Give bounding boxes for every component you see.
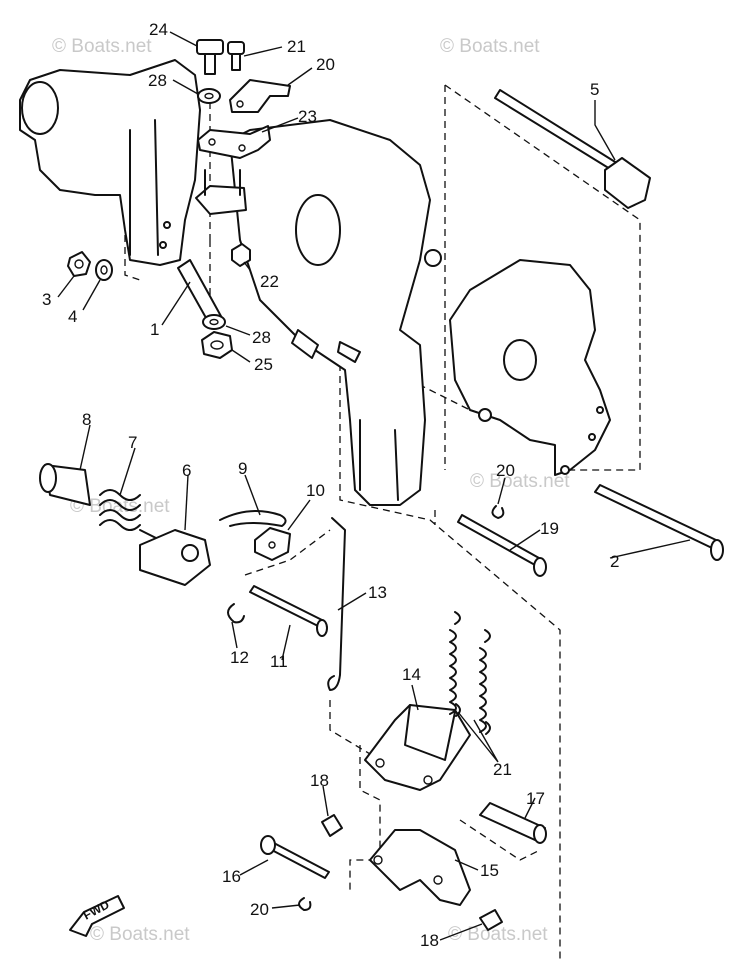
callout-6: 6 — [182, 461, 191, 480]
tilt-bracket-center — [229, 119, 442, 506]
callout-4: 4 — [68, 307, 77, 326]
frame-line-10 — [244, 529, 331, 576]
callout-22: 20 — [316, 55, 335, 74]
part-26-bolt — [196, 39, 224, 75]
part-21-spring-left — [449, 611, 461, 717]
callout-11: 11 — [270, 652, 288, 671]
callout-12: 12 — [230, 648, 249, 667]
callout-14: 14 — [402, 665, 421, 684]
callout-7: 7 — [128, 433, 137, 452]
part-20-clip-lower — [298, 897, 312, 911]
part-2-long-bolt — [594, 484, 724, 561]
callout-21: 21 — [493, 760, 512, 779]
part-16-pin — [260, 835, 330, 879]
callout-1: 1 — [150, 320, 159, 339]
callout-2: 2 — [610, 552, 619, 571]
part-15-bracket — [369, 829, 471, 906]
callout-28-bottom: 28 — [252, 328, 271, 347]
frame-line-13 — [329, 700, 381, 761]
callout-5: 5 — [590, 80, 599, 99]
part-14-frame — [364, 704, 471, 791]
part-22-lock-plate — [229, 79, 291, 113]
part-25-plate — [197, 125, 271, 159]
watermark-bottom-left: © Boats.net — [90, 924, 190, 945]
callout-20-lower: 20 — [250, 900, 269, 919]
part-19-pin — [457, 514, 547, 577]
watermark-top-right: © Boats.net — [440, 36, 540, 57]
watermark-bottom-right: © Boats.net — [448, 924, 548, 945]
leader-lines — [57, 31, 691, 941]
part-17-tube — [479, 802, 547, 844]
callout-13: 13 — [368, 583, 387, 602]
part-4-washer — [95, 259, 113, 281]
callout-10: 10 — [306, 481, 325, 500]
swivel-bracket-right — [449, 259, 611, 476]
callout-3: 3 — [42, 290, 51, 309]
part-9-spring-wire — [219, 510, 287, 527]
part-12-clip — [227, 603, 245, 624]
part-8-sleeve — [39, 463, 91, 506]
part-28-washer-bottom — [202, 314, 226, 330]
frame-line-5 — [444, 84, 641, 471]
watermark-top-left: © Boats.net — [52, 36, 152, 57]
callout-20-upper: 20 — [496, 461, 515, 480]
callout-26: 24 — [149, 20, 168, 39]
callout-16: 16 — [222, 867, 241, 886]
part-3-nut — [67, 251, 91, 277]
part-13-rod — [327, 517, 346, 691]
watermark-mid-right: © Boats.net — [470, 471, 570, 492]
callout-15: 15 — [480, 861, 499, 880]
frame-line-3 — [124, 235, 141, 281]
callout-24: 22 — [260, 272, 279, 291]
callout-8: 8 — [82, 410, 91, 429]
part-28-washer-top — [197, 88, 221, 104]
callout-17: 17 — [526, 789, 545, 808]
callout-25: 23 — [298, 107, 317, 126]
part-6-lever — [139, 529, 211, 586]
part-18-clip-upper — [321, 814, 343, 837]
callout-28-top: 28 — [148, 71, 167, 90]
callout-9: 9 — [238, 459, 247, 478]
part-21-spring-right — [479, 629, 491, 735]
part-11-pin — [249, 585, 328, 637]
callout-19: 19 — [540, 519, 559, 538]
swivel-bracket-left — [19, 59, 201, 266]
part-18-clip-lower — [479, 909, 503, 931]
frame-line-17 — [459, 819, 541, 861]
part-24-nut — [231, 243, 251, 267]
part-5-tilt-pin — [494, 89, 651, 209]
frame-line-16 — [349, 745, 381, 890]
plate-with-pins — [195, 169, 247, 215]
part-10-bracket — [254, 527, 291, 561]
part-23-screw — [227, 41, 245, 71]
callout-27: 25 — [254, 355, 273, 374]
part-27-nut — [201, 331, 233, 359]
callout-18-lower: 18 — [420, 931, 439, 950]
frame-line-center — [339, 340, 561, 960]
part-20-clip-upper — [491, 505, 505, 519]
callout-18-upper: 18 — [310, 771, 329, 790]
callout-23: 21 — [287, 37, 306, 56]
